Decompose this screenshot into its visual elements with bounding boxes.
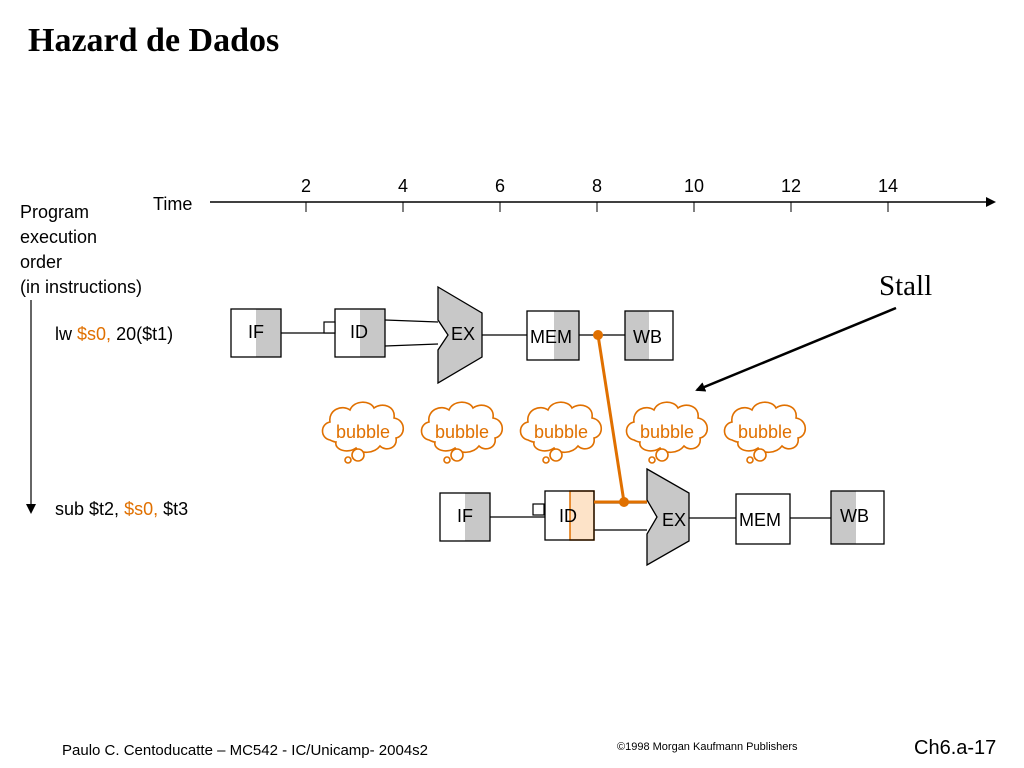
stage-if-label: IF [248,322,264,342]
alu-shape [437,285,483,385]
time-tick-label: 2 [301,176,311,196]
stage-if-shade [465,493,490,541]
stage-id-label: ID [559,506,577,526]
stage-mem-box [735,493,791,545]
pipeline-sub: IF ID EX MEM WB [439,467,885,567]
instruction-lw: lw $s0, 20($t1) [55,324,173,345]
order-label-line-2: execution [20,227,98,247]
instruction-op: lw [55,324,72,344]
stage-mem-label: MEM [739,510,781,530]
stage-if-shade [256,309,281,357]
stall-arrow [695,306,897,392]
forwarding-line [596,334,626,503]
stage-wb-shade [831,491,856,544]
stage-mem-box [526,310,580,361]
stage-mem: MEM [526,310,580,361]
bubble: bubble [625,401,709,464]
stage-ex-label: EX [451,324,475,344]
page-title: Hazard de Dados [28,22,280,59]
stall-label: Stall [879,270,933,302]
instruction-operands: 20($t1) [116,324,174,344]
stage-ex-label: EX [662,510,686,530]
stage-if: IF [439,492,491,542]
time-tick-label: 6 [495,176,505,196]
time-axis-label: Time [153,194,192,214]
instruction-reg-highlight: $s0, [77,324,112,344]
stage-if-label: IF [457,506,473,526]
stage-id: ID [323,308,386,358]
register-port [323,321,336,334]
stage-if-box [439,492,491,542]
stage-wb-label: WB [840,506,869,526]
stage-wb-box [624,310,674,361]
stage-id-shade [360,309,385,357]
stage-id-forwarded: ID [532,490,595,541]
order-label-line-1: Program [20,202,90,222]
order-label-line-4: (in instructions) [20,277,143,297]
time-tick-label: 12 [781,176,801,196]
forwarding-source-dot [593,330,603,340]
register-port [532,503,545,516]
stage-ex: EX [646,467,690,567]
stage-wb-shade [625,311,649,360]
time-tick-label: 8 [592,176,602,196]
alu-shape [646,467,690,567]
bubble-label: bubble [534,422,588,442]
instruction-op: sub $t2, [55,499,120,519]
stage-wb: WB [830,490,885,545]
forwarding-target-dot [619,497,629,507]
bubble-label: bubble [640,422,694,442]
stage-id-label: ID [350,322,368,342]
stage-if: IF [230,308,282,358]
bubble-label: bubble [336,422,390,442]
bubble: bubble [519,401,603,464]
program-order-label: Program execution order (in instructions… [20,200,220,300]
time-axis-ticks [305,202,889,212]
time-tick-label: 14 [878,176,898,196]
stage-ex: EX [437,285,483,385]
stage-wb: WB [624,310,674,361]
stage-if-box [230,308,282,358]
footer-copyright: ©1998 Morgan Kaufmann Publishers [617,741,798,753]
bubble: bubble [420,401,504,464]
instruction-reg-highlight: $s0, [124,499,159,519]
pipe-wire [384,319,439,323]
bubble-label: bubble [435,422,489,442]
order-label-line-3: order [20,252,63,272]
bubble-row: bubble bubble bubble bubble bubble [321,401,807,464]
stage-mem-label: MEM [530,327,572,347]
stage-wb-box [830,490,885,545]
bubble: bubble [321,401,405,464]
instruction-sub: sub $t2, $s0, $t3 [55,499,188,520]
forwarding-path [593,330,647,507]
time-tick-label: 4 [398,176,408,196]
stage-id-box [544,490,595,541]
slide-number: Ch6.a-17 [914,737,997,759]
pipeline-lw: IF ID EX MEM WB [230,285,674,385]
time-tick-labels: 2 4 6 8 10 12 14 [301,176,898,196]
bubble: bubble [723,401,807,464]
bubble-label: bubble [738,422,792,442]
stage-mem: MEM [735,493,791,545]
pipe-wire [384,343,439,347]
time-tick-label: 10 [684,176,704,196]
stage-wb-label: WB [633,327,662,347]
instruction-operands: $t3 [163,499,189,519]
footer-author: Paulo C. Centoducatte – MC542 - IC/Unica… [62,742,429,759]
stage-mem-shade [554,311,579,360]
